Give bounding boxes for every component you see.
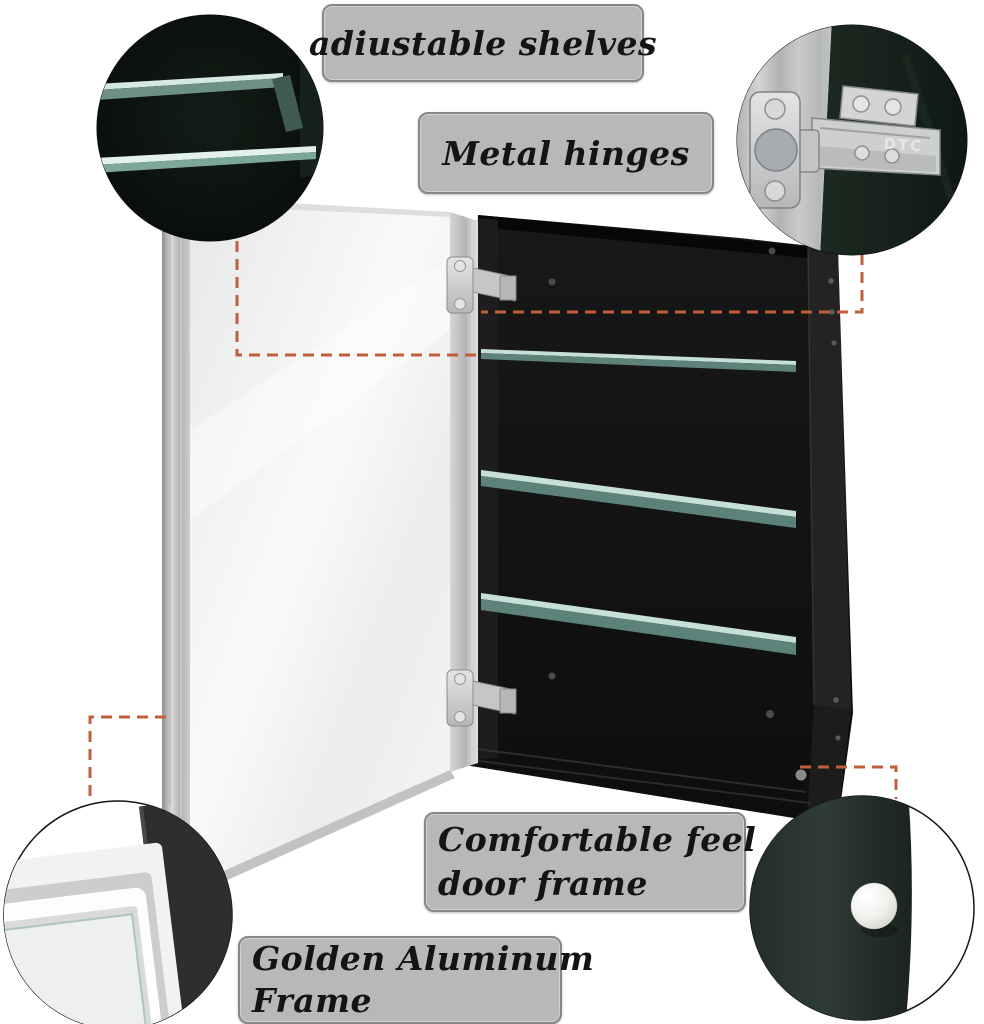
hinge-brand-text: DTC xyxy=(883,135,924,156)
label-comfortable-door-frame-line2: door frame xyxy=(438,864,648,903)
inset-circle-frame xyxy=(3,800,233,1024)
label-metal-hinges: Metal hinges xyxy=(418,112,714,194)
callout-lines xyxy=(88,241,898,802)
mirror-door xyxy=(162,196,478,895)
callout-line-frame xyxy=(88,715,166,802)
cabinet-side-panel xyxy=(808,247,851,710)
inset-glass-shelf-upper xyxy=(97,73,303,132)
cabinet-base-groove xyxy=(461,746,807,793)
inset-circle-hinge: DTC xyxy=(736,24,968,256)
label-adjustable-shelves: adiustable shelves xyxy=(309,4,657,82)
glass-shelf-1 xyxy=(481,349,796,372)
cabinet-top-inner-shadow xyxy=(478,215,838,261)
bottom-hinge xyxy=(446,669,517,727)
top-hinge xyxy=(446,256,517,314)
label-golden-aluminum-frame: Golden Aluminum Frame xyxy=(238,936,594,1024)
inset-door-edge-dark xyxy=(750,796,912,1020)
door-frame-bottom-edge xyxy=(190,770,455,895)
side-panel-screws xyxy=(828,278,841,741)
cabinet-left-inner-wall xyxy=(478,218,498,760)
label-golden-aluminum-frame-line2: Frame xyxy=(252,981,373,1020)
callout-line-hinge xyxy=(481,254,864,314)
door-frame-left-edge xyxy=(162,196,190,886)
door-mirror-face xyxy=(190,205,450,886)
cabinet-base-groove-2 xyxy=(455,757,811,804)
inset-circle-shelves xyxy=(96,14,324,242)
label-comfortable-door-frame-line1: Comfortable feel xyxy=(438,820,757,859)
label-adjustable-shelves-text: adiustable shelves xyxy=(308,23,658,63)
glass-shelf-3 xyxy=(481,593,796,655)
inset-mirror-face xyxy=(4,913,156,1024)
shelf-pin-holes xyxy=(548,247,776,718)
callout-line-shelves xyxy=(235,241,481,357)
glass-shelf-2 xyxy=(481,470,796,528)
label-metal-hinges-text: Metal hinges xyxy=(442,133,690,173)
knob-highlight xyxy=(859,891,873,901)
glass-shelves xyxy=(481,349,796,655)
white-knob xyxy=(850,882,898,930)
cabinet-side-panel-lower xyxy=(807,705,851,818)
door-frame-knob xyxy=(795,769,807,781)
callout-line-knob xyxy=(800,765,898,799)
inset-circle-knob xyxy=(749,795,975,1021)
label-golden-aluminum-frame-line1: Golden Aluminum xyxy=(252,939,595,978)
door-mirror-reflection xyxy=(190,260,450,520)
inset-hinge-assembly: DTC xyxy=(749,85,941,209)
inset-glass-shelf-lower xyxy=(97,146,316,173)
label-comfortable-door-frame: Comfortable feel door frame xyxy=(424,812,756,912)
